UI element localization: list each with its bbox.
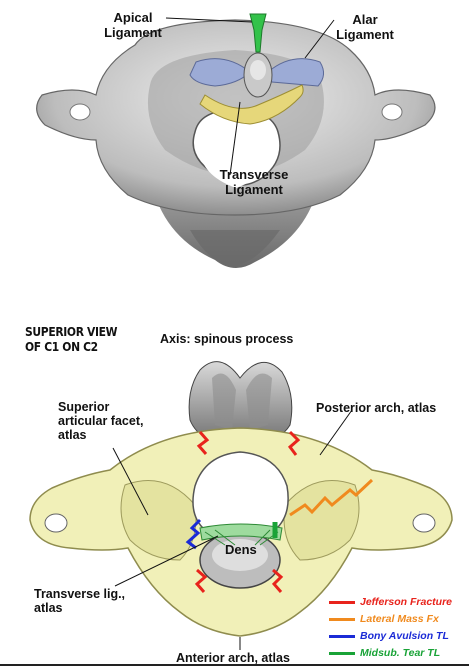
dens-label: Dens	[225, 542, 257, 557]
legend-swatch-red	[329, 600, 355, 604]
posterior-arch-label: Posterior arch, atlas	[316, 401, 437, 415]
legend-item-midsub-tear: Midsub. Tear TL	[329, 645, 440, 661]
superior-view-heading: SUPERIOR VIEW OF C1 ON C2	[25, 324, 118, 354]
legend-label: Jefferson Fracture	[360, 596, 453, 608]
legend-swatch-orange	[329, 617, 355, 621]
superior-view-panel: SUPERIOR VIEW OF C1 ON C2 Axis: spinous …	[0, 300, 469, 668]
legend-label: Midsub. Tear TL	[360, 647, 441, 659]
transverse-ligament-label: Transverse Ligament	[219, 167, 289, 197]
superior-articular-facet-label: Superior articular facet, atlas	[58, 400, 144, 442]
alar-ligament-label: Alar Ligament	[336, 12, 394, 42]
legend-swatch-green	[329, 651, 355, 655]
c1-c2-ligament-illustration	[36, 13, 436, 269]
legend-label: Lateral Mass Fx	[360, 613, 439, 625]
ligament-diagram-panel: Apical Ligament Alar Ligament Transverse…	[0, 0, 469, 300]
transverse-lig-label: Transverse lig., atlas	[34, 587, 126, 615]
legend-item-lateral-mass: Lateral Mass Fx	[329, 611, 439, 627]
anterior-arch-label: Anterior arch, atlas	[176, 651, 290, 665]
superior-view-illustration	[29, 361, 453, 650]
apical-ligament-label: Apical Ligament	[104, 10, 162, 40]
axis-spinous-process-label: Axis: spinous process	[160, 332, 294, 346]
legend-item-bony-avulsion: Bony Avulsion TL	[329, 628, 449, 644]
bottom-divider	[0, 664, 469, 666]
legend-item-jefferson: Jefferson Fracture	[329, 594, 452, 610]
legend-swatch-blue	[329, 634, 355, 638]
legend-label: Bony Avulsion TL	[360, 630, 449, 642]
